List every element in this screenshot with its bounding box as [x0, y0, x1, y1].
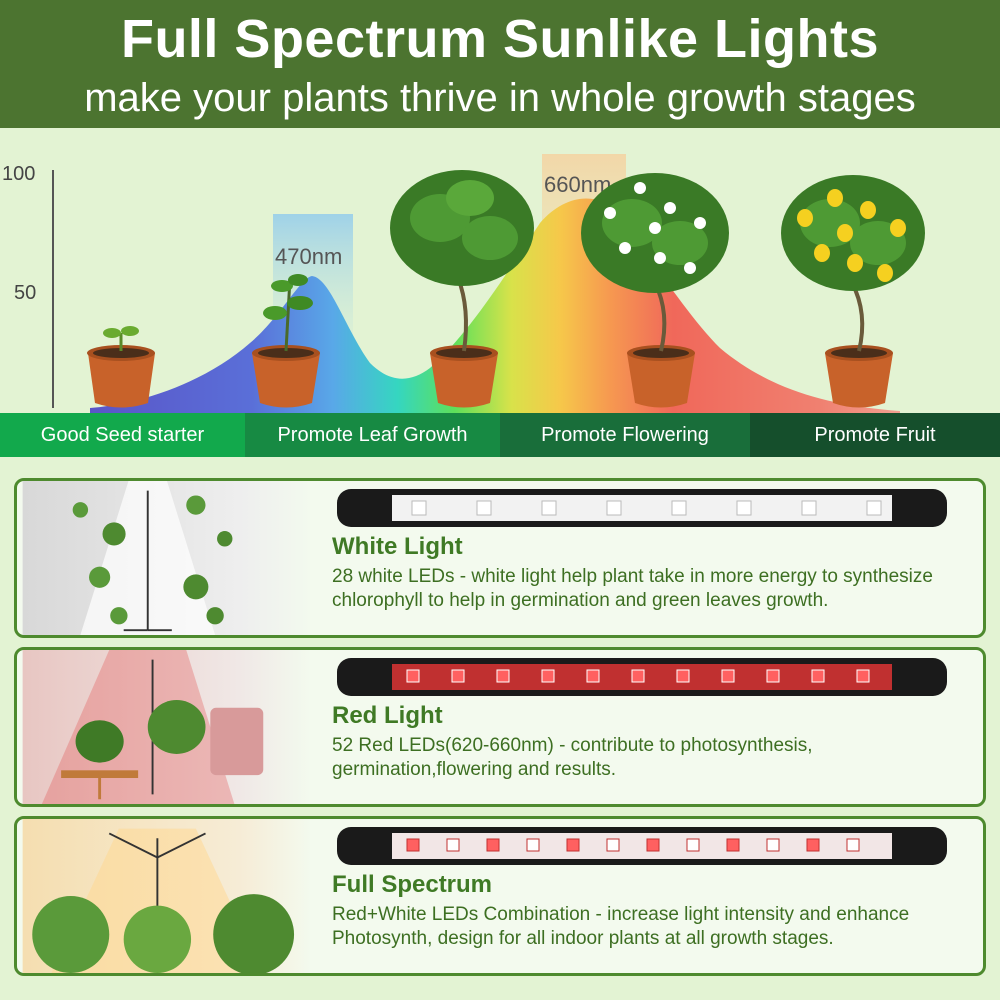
red-light-photo [22, 650, 312, 804]
spectrum-chart: 100 50 470nm 660nm [0, 128, 1000, 413]
sapling-pot-icon [252, 274, 320, 408]
red-led-bar-icon [337, 658, 947, 696]
white-light-heading: White Light [332, 533, 463, 560]
white-led-bar-icon [337, 489, 947, 527]
full-spectrum-photo [22, 819, 312, 973]
red-light-card: Red Light 52 Red LEDs(620-660nm) - contr… [14, 647, 986, 807]
white-light-card: White Light 28 white LEDs - white light … [14, 478, 986, 638]
stage-flowering: Promote Flowering [500, 413, 750, 457]
seedling-pot-icon [87, 326, 155, 408]
full-spectrum-heading: Full Spectrum [332, 871, 493, 898]
spectrum-svg: 100 50 470nm 660nm [2, 154, 925, 413]
red-light-description: 52 Red LEDs(620-660nm) - contribute to p… [332, 735, 813, 780]
y-tick-100: 100 [2, 163, 35, 185]
stage-leaf: Promote Leaf Growth [245, 413, 500, 457]
stage-seed: Good Seed starter [0, 413, 245, 457]
leaf-tree-pot-icon [390, 170, 534, 408]
header-banner: Full Spectrum Sunlike Lights make your p… [0, 0, 1000, 128]
growth-stage-band: Good Seed starter Promote Leaf Growth Pr… [0, 413, 1000, 457]
fruit-tree-pot-icon [781, 175, 925, 408]
white-light-photo [22, 481, 312, 635]
stage-fruit: Promote Fruit [750, 413, 1000, 457]
peak-label-blue: 470nm [275, 244, 342, 269]
red-light-heading: Red Light [332, 702, 443, 729]
full-spectrum-description: Red+White LEDs Combination - increase li… [332, 904, 910, 949]
white-light-description: 28 white LEDs - white light help plant t… [332, 566, 933, 611]
page-subtitle: make your plants thrive in whole growth … [84, 76, 916, 120]
y-tick-50: 50 [14, 282, 36, 304]
flowering-tree-pot-icon [581, 173, 729, 408]
full-spectrum-card: Full Spectrum Red+White LEDs Combination… [14, 816, 986, 976]
page-title: Full Spectrum Sunlike Lights [120, 9, 880, 69]
full-spectrum-led-bar-icon [337, 827, 947, 865]
